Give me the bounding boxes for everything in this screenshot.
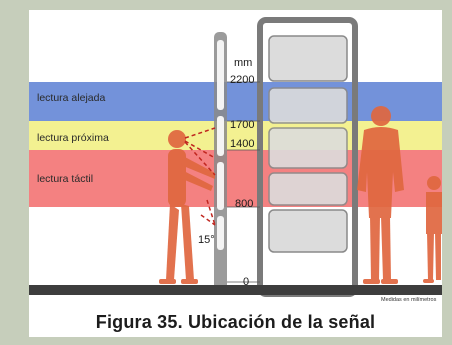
adult-standing-figure <box>357 106 404 284</box>
band-label-far: lectura alejada <box>37 92 105 104</box>
figure-panel: lectura alejada lectura próxima lectura … <box>29 10 442 337</box>
sign-pole <box>214 32 227 292</box>
tick-label-1400: 1400 <box>230 138 254 150</box>
floor-line <box>29 285 442 295</box>
adult-reading-sign-figure <box>159 130 215 284</box>
band-label-tactile: lectura táctil <box>37 173 93 185</box>
sight-lines <box>184 127 216 226</box>
tick-label-0: 0 <box>243 276 249 288</box>
child-standing-figure <box>423 176 442 283</box>
viewing-angle-label: 15° <box>198 234 215 246</box>
signage-height-diagram: lectura alejada lectura próxima lectura … <box>29 17 442 303</box>
figure-caption: Figura 35. Ubicación de la señal <box>95 312 376 332</box>
scale-unit: mm <box>234 57 252 69</box>
units-note: Medidas en milímetros <box>381 297 437 303</box>
band-label-near: lectura próxima <box>37 132 109 144</box>
tick-label-800: 800 <box>235 198 253 210</box>
tick-label-2200: 2200 <box>230 74 254 86</box>
sign-panel-structure <box>257 17 358 297</box>
height-scale <box>227 81 260 283</box>
tick-label-1700: 1700 <box>230 119 254 131</box>
